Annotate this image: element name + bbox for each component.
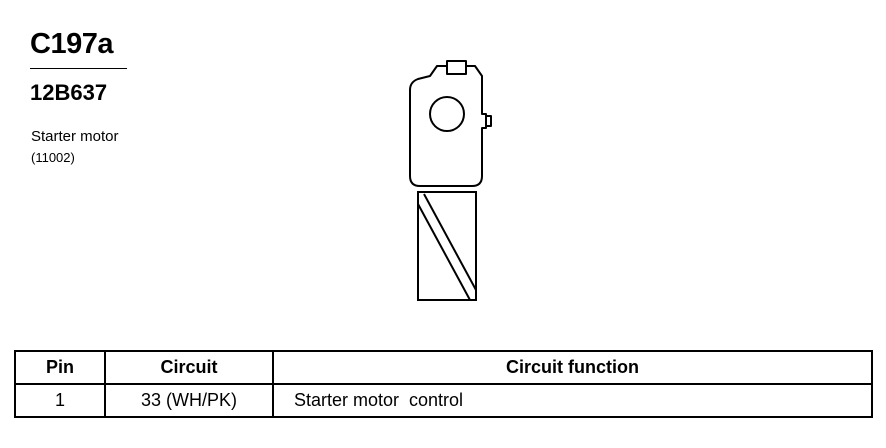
connector-id: C197a xyxy=(30,28,113,60)
column-header-circuit-function: Circuit function xyxy=(272,350,873,385)
table-header-row: Pin Circuit Circuit function xyxy=(14,350,873,385)
part-number: 12B637 xyxy=(30,80,108,105)
pin-cell: 1 xyxy=(14,383,106,418)
pin-cavity-1 xyxy=(429,96,465,132)
circuit-cell: 33 (WH/PK) xyxy=(104,383,274,418)
component-name: Starter motor xyxy=(31,128,119,145)
connector-diagram xyxy=(409,60,492,301)
table-row: 1 33 (WH/PK) Starter motor control xyxy=(14,383,873,418)
connector-body-hatch-2 xyxy=(423,193,477,291)
pin-table: Pin Circuit Circuit function 1 33 (WH/PK… xyxy=(14,350,873,418)
connector-body-side-view xyxy=(417,191,477,301)
component-code: (11002) xyxy=(31,150,75,165)
connector-latch xyxy=(486,115,492,127)
column-header-pin: Pin xyxy=(14,350,106,385)
connector-body-hatch-1 xyxy=(417,203,471,301)
circuit-function-cell: Starter motor control xyxy=(272,383,873,418)
connector-housing-outline xyxy=(409,60,487,187)
connector-key-tab xyxy=(446,66,467,75)
column-header-circuit: Circuit xyxy=(104,350,274,385)
connector-id-underline xyxy=(30,68,127,69)
